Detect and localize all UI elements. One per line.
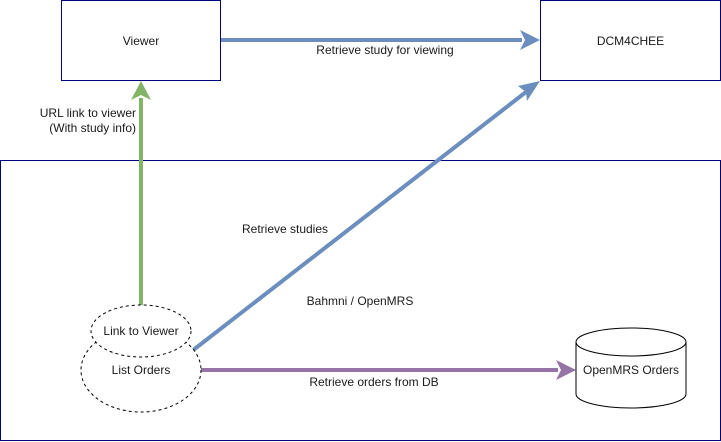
viewer-box[interactable]: Viewer [61,0,221,81]
retrieve-orders-label: Retrieve orders from DB [309,375,439,389]
link-to-viewer-label: Link to Viewer [103,324,179,338]
container-title: Bahmni / OpenMRS [306,294,414,308]
url-link-label-line1: URL link to viewer [39,106,136,120]
arrow-listorders-to-openmrs [201,360,576,380]
arrow-viewer-to-dcm4chee [221,30,540,50]
retrieve-studies-label: Retrieve studies [241,222,329,236]
retrieve-for-viewing-label: Retrieve study for viewing [316,43,454,57]
dcm4chee-label: DCM4CHEE [596,33,665,48]
openmrs-orders-cylinder[interactable] [575,327,687,409]
viewer-label: Viewer [122,33,160,48]
arrow-link-to-viewer [131,81,151,305]
list-orders-label: List Orders [111,363,171,377]
openmrs-orders-label: OpenMRS Orders [582,363,680,377]
arrow-listorders-to-dcm4chee [190,81,540,353]
url-link-label-line2: (With study info) [49,121,136,135]
link-to-viewer-ellipse[interactable] [90,304,192,358]
